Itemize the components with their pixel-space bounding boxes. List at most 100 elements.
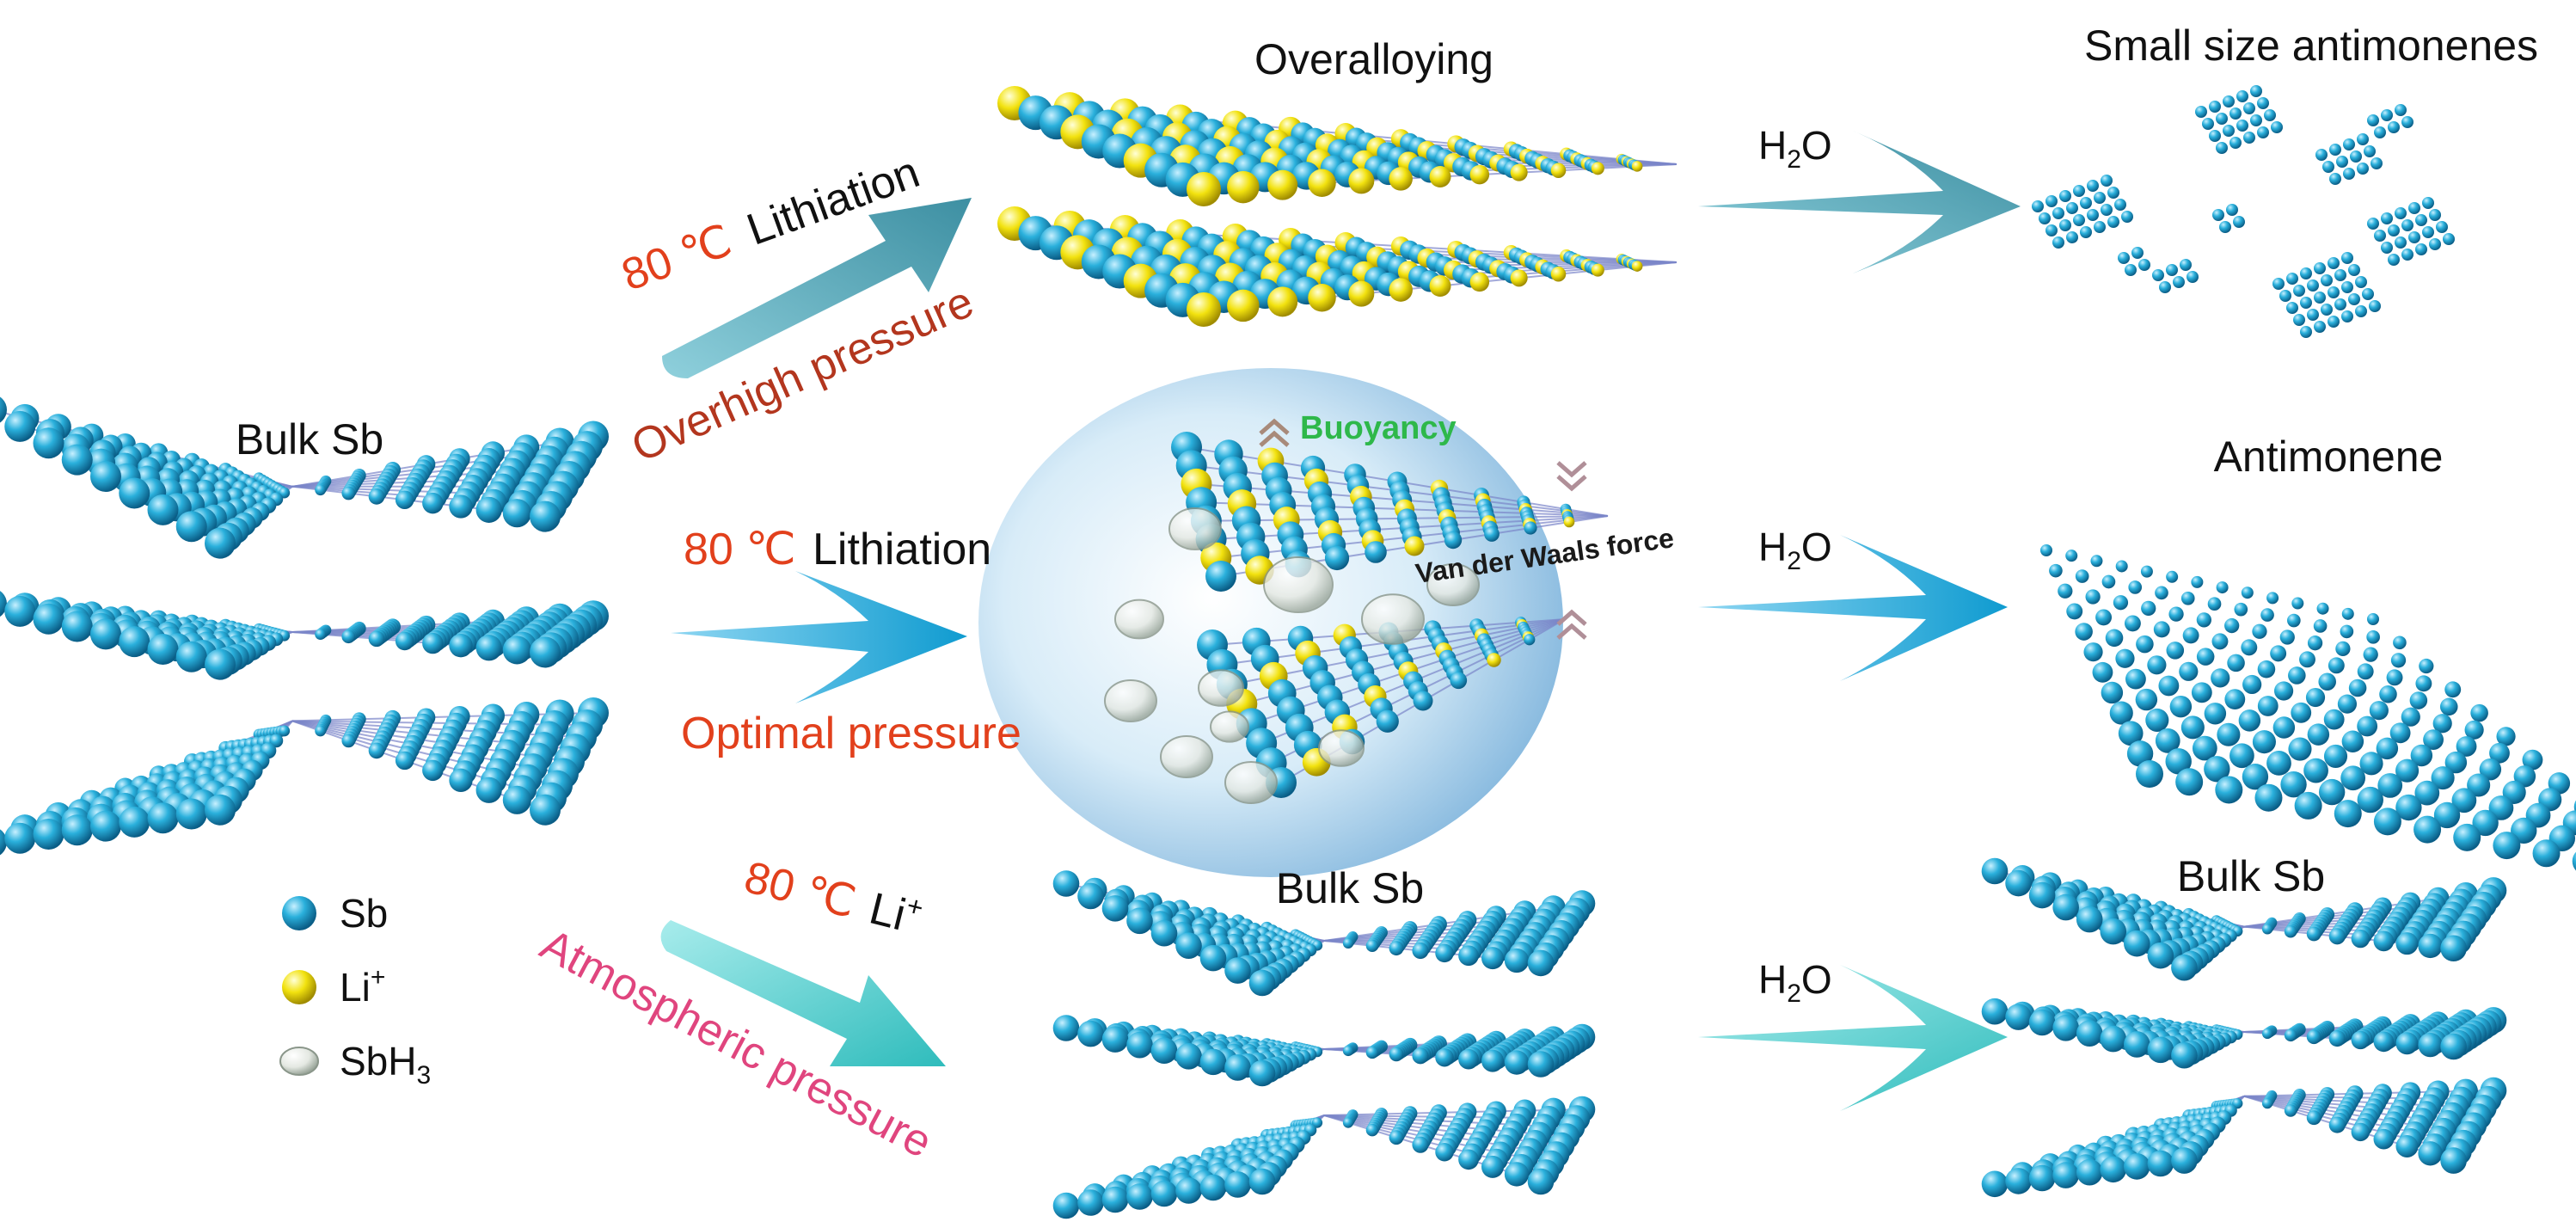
atom: [2234, 602, 2248, 617]
atom: [2395, 236, 2407, 249]
atom: [2307, 635, 2323, 651]
atom: [2049, 563, 2063, 578]
atom: [2395, 207, 2407, 219]
atom: [1077, 1189, 1104, 1216]
atom: [2293, 314, 2305, 326]
atom: [2080, 197, 2092, 209]
atom: [1342, 1045, 1354, 1057]
atom: [2293, 285, 2305, 297]
atom: [2314, 292, 2326, 304]
atom: [2075, 569, 2089, 583]
atom: [2369, 701, 2389, 721]
atom: [1101, 895, 1129, 922]
atom: [2005, 1168, 2032, 1194]
atom: [2118, 721, 2144, 746]
atom: [1052, 870, 1080, 897]
atom: [2329, 173, 2341, 185]
atom: [395, 490, 414, 510]
atom: [2087, 209, 2099, 221]
sbh3-bubble: [1104, 679, 1157, 722]
atom: [2357, 715, 2378, 737]
atom: [2080, 226, 2092, 238]
atom: [279, 725, 291, 737]
atom: [2350, 150, 2362, 163]
legend-label-li: Li+: [340, 963, 385, 1010]
atom: [2182, 627, 2199, 644]
atom: [2252, 730, 2276, 754]
atom: [341, 734, 356, 748]
atom: [1205, 561, 1236, 592]
atom: [2313, 619, 2328, 633]
atom: [2300, 267, 2312, 279]
atom: [1126, 907, 1153, 935]
atom: [2379, 685, 2397, 703]
atom: [2328, 316, 2340, 328]
atom: [2303, 758, 2328, 783]
atom: [2323, 709, 2345, 730]
atom: [2573, 800, 2576, 814]
atom: [422, 759, 444, 782]
atom: [119, 477, 150, 509]
atom: [2066, 231, 2078, 243]
atom: [2215, 776, 2243, 804]
atom: [2076, 1158, 2103, 1186]
atom: [1412, 1136, 1429, 1153]
atom: [2493, 832, 2521, 860]
atom: [2436, 221, 2448, 233]
atom: [2140, 565, 2153, 578]
atom: [1404, 536, 1425, 556]
atom: [2168, 606, 2184, 622]
atom: [2147, 1150, 2174, 1177]
atom: [2271, 121, 2283, 133]
atom: [4, 595, 36, 627]
atom: [1550, 267, 1567, 282]
atom: [2522, 749, 2543, 771]
atom: [2136, 760, 2163, 788]
exfoliation-structure: [1104, 432, 1609, 804]
atom: [341, 486, 356, 500]
atom: [2373, 807, 2401, 836]
atom: [2095, 609, 2113, 626]
legend-item-li: Li+: [282, 963, 385, 1010]
atom: [2341, 281, 2353, 293]
atom: [2287, 613, 2301, 628]
atom: [2101, 574, 2116, 589]
atom: [315, 629, 327, 641]
atom: [2401, 116, 2413, 128]
atom: [530, 500, 561, 532]
atom: [2195, 106, 2207, 118]
atom: [2532, 839, 2561, 868]
intermediate-ellipse: [978, 368, 1563, 877]
atom: [2261, 1097, 2273, 1109]
atom: [2261, 1028, 2273, 1040]
atom: [2429, 209, 2441, 221]
li-ion-icon: [282, 970, 316, 1004]
atom: [2242, 674, 2262, 695]
atom: [1450, 672, 1468, 690]
atom: [2180, 259, 2192, 271]
atom: [147, 633, 179, 665]
atom: [2284, 1104, 2297, 1117]
atom: [2173, 276, 2185, 288]
atom: [2138, 259, 2150, 271]
atom: [1150, 1180, 1178, 1207]
atom: [2052, 236, 2064, 249]
atom: [2444, 751, 2468, 774]
atom: [2479, 758, 2502, 781]
atom: [2073, 214, 2085, 226]
atom: [2216, 113, 2228, 125]
atom: [2115, 560, 2128, 573]
atom: [2288, 737, 2312, 761]
atom: [2306, 926, 2321, 942]
legend-label-sb: Sb: [340, 891, 388, 936]
atom: [2362, 288, 2374, 300]
atom: [175, 641, 207, 672]
atom: [1248, 969, 1276, 997]
sbh3-bubble: [1210, 710, 1249, 743]
atom: [2211, 668, 2230, 688]
atom: [2306, 1110, 2321, 1126]
atom: [2334, 800, 2362, 828]
atom: [1563, 516, 1575, 528]
atom: [315, 484, 327, 496]
atom: [449, 634, 473, 658]
